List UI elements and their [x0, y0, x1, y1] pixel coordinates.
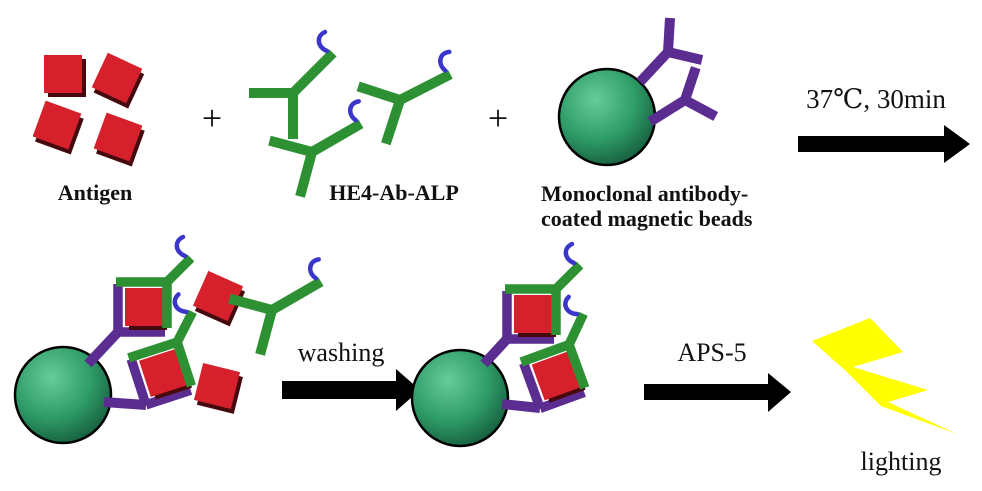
plus-sign-2: + — [488, 98, 508, 138]
incubation-label: 37℃, 30min — [806, 84, 946, 114]
lighting-label: lighting — [861, 447, 942, 476]
magnetic-bead-icon — [410, 348, 510, 448]
he4-ab-alp-label: HE4-Ab-ALP — [329, 180, 459, 205]
magnetic-beads-label-line2: coated magnetic beads — [541, 206, 753, 231]
purple-antibody-stem — [480, 335, 511, 368]
washing-step: washing — [282, 338, 420, 411]
he4-ab-alp-group: HE4-Ab-ALP — [249, 28, 459, 206]
antigen-group: Antigen — [31, 52, 147, 205]
antigen-square — [44, 55, 86, 97]
antigen-label: Antigen — [58, 180, 133, 205]
purple-antibody-stem — [501, 399, 541, 413]
magnetic-beads-label-line1: Monoclonal antibody- — [541, 181, 748, 206]
aps5-arrow-icon — [644, 373, 791, 412]
magnetic-bead-icon — [557, 67, 657, 167]
plus-sign-1: + — [202, 98, 222, 138]
bead-complex-before-washing — [13, 237, 326, 445]
washing-label: washing — [298, 338, 385, 367]
detection-step: APS-5 — [644, 338, 791, 412]
incubation-step: 37℃, 30min — [798, 84, 970, 163]
lightning-bolt-icon — [812, 318, 957, 434]
purple-antibody-stem — [103, 397, 147, 410]
magnetic-bead-group: Monoclonal antibody- coated magnetic bea… — [541, 18, 753, 231]
washing-arrow-icon — [282, 369, 420, 411]
bead-complex-after-washing — [410, 244, 609, 448]
aps5-label: APS-5 — [677, 338, 746, 367]
incubation-arrow-icon — [798, 125, 970, 163]
lightning-group: lighting — [812, 318, 957, 476]
purple-antibody-stem — [84, 328, 122, 368]
